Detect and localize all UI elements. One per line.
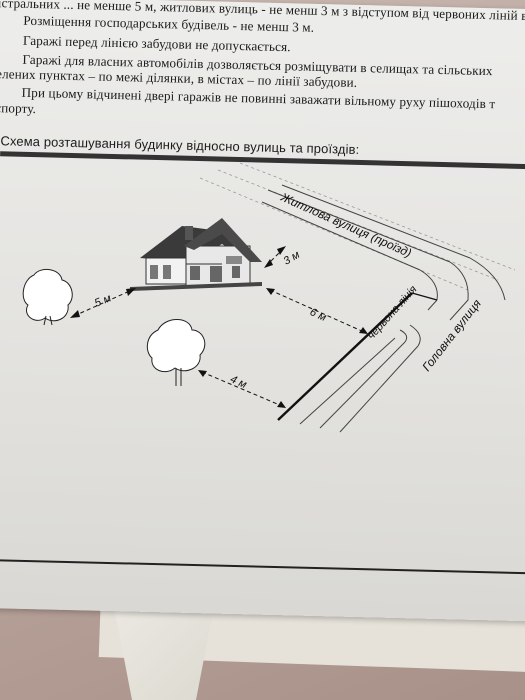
label-6m: 6 м [308,306,329,324]
red-line-end [411,292,438,301]
label-4m: 4 м [228,373,249,391]
label-residential-street: Житлова вулиця (проїзд) [278,190,414,261]
main-street-edges [299,324,421,433]
house-illustration [130,218,262,291]
street-corners [419,257,506,321]
red-line [277,292,413,421]
label-main-street: Головна вулиця [419,296,484,374]
tree-left-icon [22,268,73,326]
street-dashed-lines [199,162,516,291]
residential-street-edges [261,184,471,271]
arrow-heads [70,246,368,408]
label-5m: 5 м [93,292,113,310]
label-red-line: червона лінія [365,284,419,343]
label-3m: 3 м [281,249,302,268]
tree-middle-icon [146,319,206,386]
